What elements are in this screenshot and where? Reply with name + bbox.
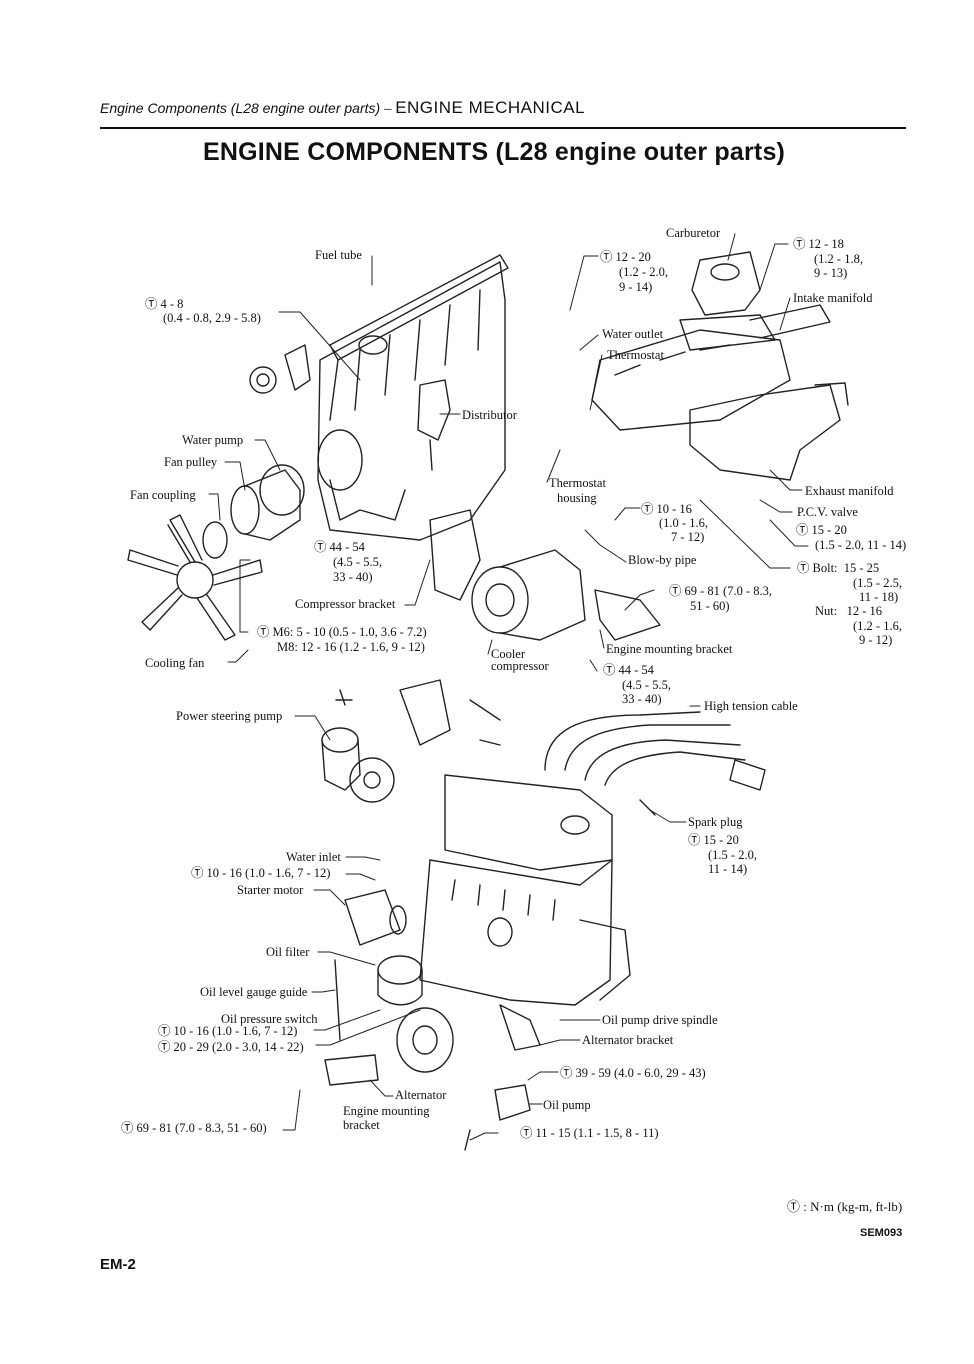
torque-44-54-detail-2: 33 - 40) bbox=[333, 570, 373, 584]
label-carburetor: Carburetor bbox=[666, 226, 721, 240]
label-cooling-fan: Cooling fan bbox=[145, 656, 205, 670]
carburetor-intake bbox=[591, 251, 831, 431]
torque-10-16-2: 10 - 16 (1.0 - 1.6, 7 - 12) bbox=[191, 866, 331, 880]
high-tension-cables bbox=[544, 711, 766, 816]
label-fuel-tube: Fuel tube bbox=[315, 248, 362, 262]
nut-torque-detail-2: 9 - 12) bbox=[859, 633, 893, 647]
label-water-outlet: Water outlet bbox=[602, 327, 664, 341]
exhaust-manifold bbox=[689, 382, 849, 481]
torque-15-20-2-detail: (1.5 - 2.0, bbox=[708, 848, 757, 862]
label-blowby-pipe: Blow-by pipe bbox=[628, 553, 697, 567]
header-rule bbox=[100, 127, 906, 129]
label-oil-pump-drive-spindle: Oil pump drive spindle bbox=[602, 1013, 718, 1027]
torque-10-16-detail: (1.0 - 1.6, bbox=[659, 516, 708, 530]
bolt-torque-detail: (1.5 - 2.5, bbox=[853, 576, 902, 590]
torque-12-18-detail: (1.2 - 1.8, bbox=[814, 252, 863, 266]
label-cooler-compressor-2: compressor bbox=[491, 659, 549, 673]
label-water-pump: Water pump bbox=[182, 433, 244, 447]
label-oil-pressure-switch: Oil pressure switch bbox=[221, 1012, 318, 1026]
torque-legend: Ⓣ : N·m (kg-m, ft-lb) bbox=[787, 1196, 902, 1215]
label-spark-plug: Spark plug bbox=[688, 815, 743, 829]
torque-20-29: 20 - 29 (2.0 - 3.0, 14 - 22) bbox=[158, 1040, 304, 1054]
torque-69-81-detail: 51 - 60) bbox=[690, 599, 730, 613]
torque-10-16-detail-2: 7 - 12) bbox=[671, 530, 705, 544]
torque-4-8-detail: (0.4 - 0.8, 2.9 - 5.8) bbox=[163, 311, 261, 325]
label-high-tension-cable: High tension cable bbox=[704, 699, 798, 713]
label-engine-mounting-bracket: Engine mounting bracket bbox=[606, 642, 733, 656]
nut-torque: Nut: 12 - 16 bbox=[815, 604, 883, 618]
torque-44-54: 44 - 54 bbox=[314, 540, 365, 554]
label-engine-mounting-bracket-2b: bracket bbox=[343, 1118, 380, 1132]
torque-11-15: 11 - 15 (1.1 - 1.5, 8 - 11) bbox=[520, 1126, 659, 1140]
label-alternator-bracket: Alternator bracket bbox=[582, 1033, 674, 1047]
label-thermostat-housing-2: housing bbox=[557, 491, 597, 505]
figure-code: SEM093 bbox=[860, 1227, 903, 1239]
torque-m8: M8: 12 - 16 (1.2 - 1.6, 9 - 12) bbox=[277, 640, 425, 654]
label-compressor-bracket: Compressor bracket bbox=[295, 597, 396, 611]
label-power-steering-pump: Power steering pump bbox=[176, 709, 283, 723]
torque-4-8: 4 - 8 bbox=[145, 297, 184, 311]
label-engine-mounting-bracket-2: Engine mounting bbox=[343, 1104, 430, 1118]
label-thermostat: Thermostat bbox=[607, 348, 664, 362]
torque-39-59: 39 - 59 (4.0 - 6.0, 29 - 43) bbox=[560, 1066, 706, 1080]
label-starter-motor: Starter motor bbox=[237, 883, 304, 897]
label-water-inlet: Water inlet bbox=[286, 850, 341, 864]
header-section: Engine Components (L28 engine outer part… bbox=[100, 100, 381, 116]
torque-12-20: 12 - 20 bbox=[600, 250, 651, 264]
nut-torque-detail: (1.2 - 1.6, bbox=[853, 619, 902, 633]
torque-69-81: 69 - 81 (7.0 - 8.3, bbox=[669, 584, 773, 598]
torque-15-20-detail: (1.5 - 2.0, 11 - 14) bbox=[815, 538, 907, 552]
starter-oil-alternator bbox=[324, 889, 541, 1151]
label-thermostat-housing: Thermostat bbox=[549, 476, 606, 490]
label-oil-filter: Oil filter bbox=[266, 945, 310, 959]
cooling-fan-assembly bbox=[127, 344, 311, 641]
label-fan-pulley: Fan pulley bbox=[164, 455, 218, 469]
label-pcv-valve: P.C.V. valve bbox=[797, 505, 858, 519]
leader-lines bbox=[208, 233, 809, 1141]
upper-engine-block bbox=[317, 254, 509, 541]
torque-10-16: 10 - 16 bbox=[641, 502, 692, 516]
header-chapter: ENGINE MECHANICAL bbox=[395, 98, 586, 117]
page-title: ENGINE COMPONENTS (L28 engine outer part… bbox=[203, 138, 786, 166]
torque-15-20-2: 15 - 20 bbox=[688, 833, 739, 847]
header-separator: – bbox=[380, 101, 396, 117]
torque-12-20-detail-2: 9 - 14) bbox=[619, 280, 653, 294]
torque-legend-units: N·m (kg-m, ft-lb) bbox=[810, 1199, 903, 1214]
label-oil-level-gauge-guide: Oil level gauge guide bbox=[200, 985, 308, 999]
power-steering-pump bbox=[321, 679, 501, 803]
bolt-torque: Bolt: 15 - 25 bbox=[797, 561, 880, 575]
page-number: EM-2 bbox=[100, 1256, 136, 1273]
torque-symbol-icon: Ⓣ : bbox=[787, 1199, 807, 1214]
torque-44-54-2-detail: (4.5 - 5.5, bbox=[622, 678, 671, 692]
torque-12-20-detail: (1.2 - 2.0, bbox=[619, 265, 668, 279]
torque-10-16-3: 10 - 16 (1.0 - 1.6, 7 - 12) bbox=[158, 1024, 298, 1038]
torque-12-18: 12 - 18 bbox=[793, 237, 844, 251]
torque-69-81-2: 69 - 81 (7.0 - 8.3, 51 - 60) bbox=[121, 1121, 267, 1135]
label-cooler-compressor: Cooler bbox=[491, 647, 526, 661]
torque-m6: M6: 5 - 10 (0.5 - 1.0, 3.6 - 7.2) bbox=[257, 625, 427, 639]
distributor bbox=[417, 379, 451, 471]
torque-44-54-2: 44 - 54 bbox=[603, 663, 654, 677]
label-alternator: Alternator bbox=[395, 1088, 447, 1102]
label-intake-manifold: Intake manifold bbox=[793, 291, 873, 305]
lower-engine-block bbox=[419, 774, 631, 1006]
label-fan-coupling: Fan coupling bbox=[130, 488, 196, 502]
label-distributor: Distributor bbox=[462, 408, 517, 422]
bolt-torque-detail-2: 11 - 18) bbox=[859, 590, 899, 604]
torque-44-54-detail: (4.5 - 5.5, bbox=[333, 555, 382, 569]
torque-44-54-2-detail-2: 33 - 40) bbox=[622, 692, 662, 706]
cooler-compressor bbox=[429, 509, 661, 641]
torque-12-18-detail-2: 9 - 13) bbox=[814, 266, 848, 280]
torque-15-20-2-detail-2: 11 - 14) bbox=[708, 862, 748, 876]
torque-15-20: 15 - 20 bbox=[796, 523, 847, 537]
running-header: Engine Components (L28 engine outer part… bbox=[100, 98, 585, 118]
label-exhaust-manifold: Exhaust manifold bbox=[805, 484, 894, 498]
label-oil-pump: Oil pump bbox=[543, 1098, 591, 1112]
